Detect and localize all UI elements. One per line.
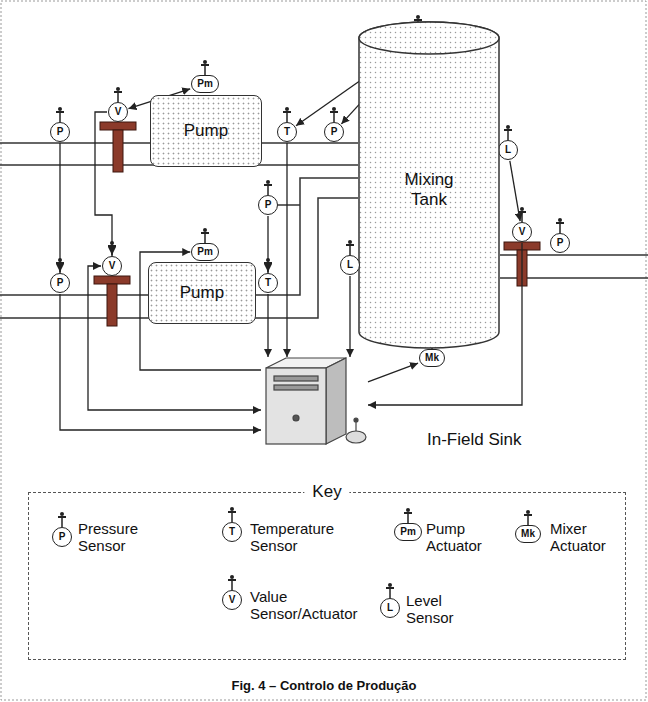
legend-text: Level Sensor bbox=[406, 592, 466, 627]
sensor-symbol: L bbox=[498, 140, 518, 160]
symbol-letter: T bbox=[265, 278, 271, 288]
sensor-symbol: L bbox=[340, 255, 360, 275]
signal-arrow bbox=[510, 161, 520, 221]
symbol-letter: P bbox=[557, 238, 564, 248]
symbol-letter: T bbox=[284, 127, 290, 137]
legend-text: Value Sensor/Actuator bbox=[250, 588, 375, 623]
actuator-symbol: Mk bbox=[419, 349, 445, 367]
legend-text: Pump Actuator bbox=[426, 520, 496, 555]
sink-computer: In-Field Sink bbox=[262, 358, 367, 446]
sensor-symbol: P bbox=[258, 195, 278, 215]
symbol-letter: Mk bbox=[425, 353, 439, 363]
sensor-symbol: V bbox=[108, 102, 128, 122]
symbol-letter: Pm bbox=[197, 247, 213, 257]
pump-box: Pump bbox=[150, 95, 262, 167]
sensor-symbol: P bbox=[324, 122, 344, 142]
symbol-letter: V bbox=[519, 227, 526, 237]
mixing-tank: Mixing Tank bbox=[358, 20, 500, 350]
legend-symbol: Pm bbox=[394, 523, 422, 541]
legend-symbol: P bbox=[52, 527, 72, 547]
symbol-letter: P bbox=[57, 127, 64, 137]
symbol-letter: L bbox=[505, 145, 511, 155]
signal-arrow bbox=[267, 294, 268, 357]
sensor-symbol: T bbox=[258, 273, 278, 293]
symbol-letter: L bbox=[347, 260, 353, 270]
signal-arrow bbox=[95, 112, 112, 255]
sensor-symbol: P bbox=[50, 273, 70, 293]
node-label: Mixing Tank bbox=[393, 170, 465, 211]
legend-text: Temperature Sensor bbox=[250, 520, 345, 555]
key-box: Key bbox=[28, 492, 626, 660]
symbol-letter: P bbox=[57, 278, 64, 288]
node-label: In-Field Sink bbox=[427, 430, 521, 450]
actuator-symbol: Pm bbox=[191, 75, 219, 93]
symbol-letter: P bbox=[265, 200, 272, 210]
legend-symbol: V bbox=[222, 590, 242, 610]
symbol-letter: V bbox=[115, 107, 122, 117]
signal-arrow bbox=[267, 216, 268, 272]
computer-icon bbox=[266, 358, 366, 444]
symbol-letter: P bbox=[331, 127, 338, 137]
actuator-symbol: Pm bbox=[191, 243, 219, 261]
legend-symbol: Mk bbox=[515, 525, 541, 543]
legend-symbol: T bbox=[222, 522, 242, 542]
symbol-letter: V bbox=[109, 261, 116, 271]
node-label: Pump bbox=[180, 283, 224, 303]
node-label: Pump bbox=[184, 121, 228, 141]
sensor-antenna bbox=[56, 15, 564, 598]
signal-arrow bbox=[140, 252, 261, 370]
legend-text: Pressure Sensor bbox=[78, 520, 150, 555]
legend-symbol: L bbox=[380, 598, 400, 618]
signal-arrow bbox=[349, 276, 350, 357]
signal-arrow bbox=[59, 143, 60, 272]
symbol-letter: Pm bbox=[197, 79, 213, 89]
sensor-symbol: P bbox=[550, 233, 570, 253]
pump-box: Pump bbox=[148, 262, 256, 324]
pipes bbox=[0, 143, 648, 318]
node-label: Key bbox=[304, 482, 349, 502]
signal-arrow bbox=[286, 143, 287, 357]
signal-arrow bbox=[368, 363, 418, 382]
figure-caption: Fig. 4 – Controlo de Produção bbox=[0, 678, 648, 693]
sensor-symbol: V bbox=[512, 222, 532, 242]
sensor-symbol: V bbox=[102, 256, 122, 276]
sensor-symbol: P bbox=[50, 122, 70, 142]
legend-text: Mixer Actuator bbox=[550, 520, 620, 555]
sensor-symbol: T bbox=[277, 122, 297, 142]
